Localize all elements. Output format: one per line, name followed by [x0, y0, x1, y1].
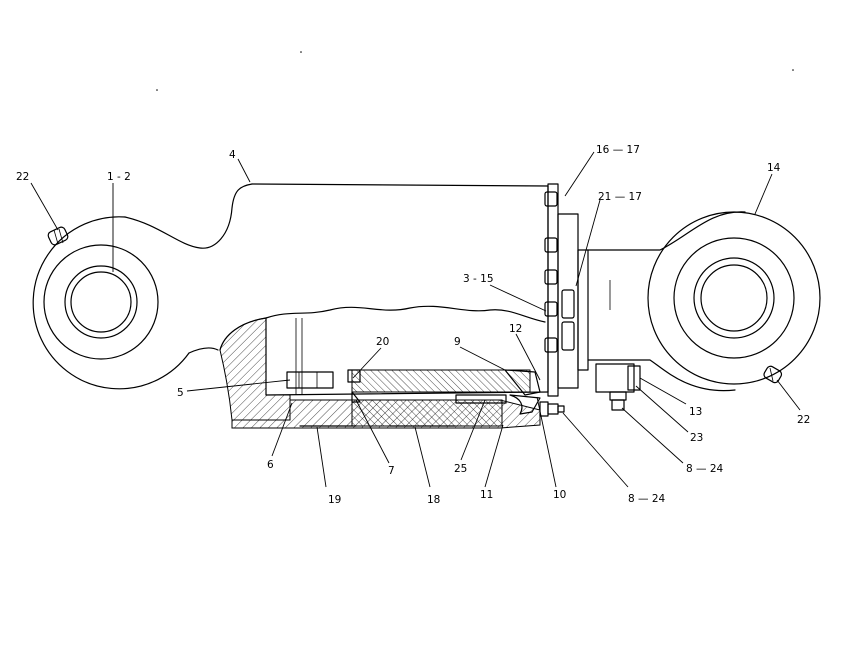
callout-12: 12: [509, 323, 522, 335]
left-mounting-eye: [32, 183, 253, 390]
callout-8-24-upper: 8 — 24: [686, 463, 724, 475]
callout-14: 14: [767, 162, 781, 174]
callout-8-24-lower: 8 — 24: [628, 493, 666, 505]
head-bolts: [544, 183, 589, 397]
callout-11: 11: [480, 489, 493, 501]
callout-21-17: 21 — 17: [598, 191, 642, 203]
callout-labels: 22 1 - 2 4 16 — 17 21 — 17 14 3 - 15 12 …: [16, 144, 810, 506]
callout-19: 19: [328, 494, 341, 506]
callout-25: 25: [454, 463, 467, 475]
leader-lines: [30, 151, 801, 488]
callout-3-15: 3 - 15: [463, 273, 494, 285]
callout-22-left: 22: [16, 171, 29, 183]
valve-block: [595, 363, 641, 411]
grease-fitting-right: [763, 365, 783, 384]
callout-4: 4: [229, 149, 236, 161]
callout-20: 20: [376, 336, 389, 348]
callout-18: 18: [427, 494, 440, 506]
callout-22-right: 22: [797, 414, 810, 426]
grease-fitting-left: [47, 226, 69, 246]
callout-16-17: 16 — 17: [596, 144, 640, 156]
callout-5: 5: [177, 387, 184, 399]
cutaway-section: [219, 305, 565, 429]
callout-23: 23: [690, 432, 703, 444]
callout-7: 7: [388, 465, 395, 477]
callout-13: 13: [689, 406, 702, 418]
rod-and-right-eye: [587, 211, 821, 392]
callout-9: 9: [454, 336, 461, 348]
callout-6: 6: [267, 459, 274, 471]
callout-10: 10: [553, 489, 566, 501]
callout-1-2: 1 - 2: [107, 171, 131, 183]
